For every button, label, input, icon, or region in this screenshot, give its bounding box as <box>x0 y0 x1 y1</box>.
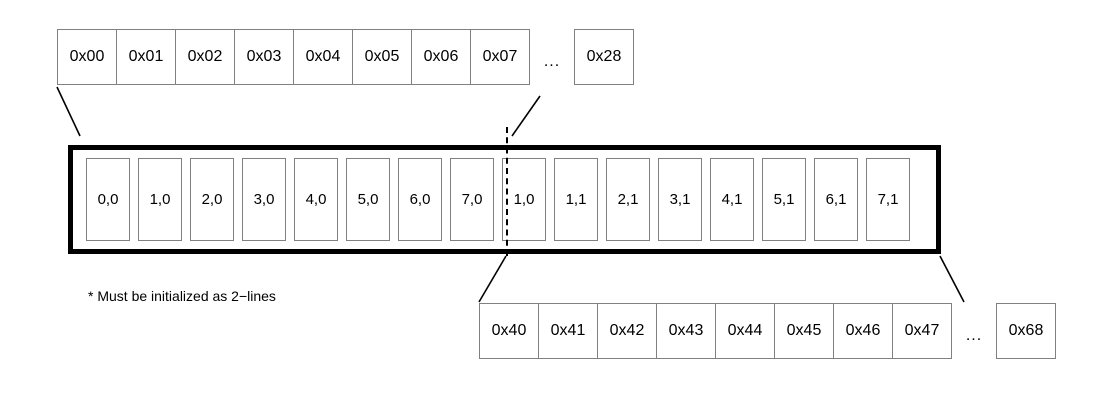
word-cell: 1,1 <box>554 158 598 241</box>
address-cell: 0x44 <box>715 303 775 359</box>
address-cell: 0x46 <box>833 303 893 359</box>
word-cell: 0,0 <box>86 158 130 241</box>
address-cell: 0x45 <box>774 303 834 359</box>
word-cell: 2,1 <box>606 158 650 241</box>
connector-bottom-left <box>478 255 507 303</box>
address-cell: 0x02 <box>175 29 235 85</box>
address-cell: 0x07 <box>470 29 530 85</box>
line-split-dashed-divider <box>506 127 508 256</box>
connector-top-right <box>511 95 541 137</box>
word-cell: 1,0 <box>138 158 182 241</box>
word-cell: 2,0 <box>190 158 234 241</box>
address-cell: 0x01 <box>116 29 176 85</box>
ellipsis-label: ... <box>543 53 561 70</box>
initialization-note: * Must be initialized as 2−lines <box>88 288 276 304</box>
connector-top-left <box>56 86 81 137</box>
address-cell: 0x40 <box>479 303 539 359</box>
word-cell: 5,0 <box>346 158 390 241</box>
ellipsis-label: ... <box>965 327 983 344</box>
word-cell: 4,1 <box>710 158 754 241</box>
connector-bottom-right <box>939 255 965 303</box>
word-cell: 4,0 <box>294 158 338 241</box>
cache-line-word-cells: 0,0 1,0 2,0 3,0 4,0 5,0 6,0 7,0 1,0 1,1 … <box>86 158 910 241</box>
address-cell: 0x42 <box>597 303 657 359</box>
word-cell: 1,0 <box>502 158 546 241</box>
address-cell: 0x03 <box>234 29 294 85</box>
word-cell: 5,1 <box>762 158 806 241</box>
word-cell: 3,1 <box>658 158 702 241</box>
address-cell: 0x47 <box>892 303 952 359</box>
address-cell: 0x00 <box>57 29 117 85</box>
word-cell: 3,0 <box>242 158 286 241</box>
top-address-strip: 0x00 0x01 0x02 0x03 0x04 0x05 0x06 0x07 … <box>57 29 634 85</box>
address-cell-tail: 0x68 <box>996 303 1056 359</box>
bottom-address-strip: 0x40 0x41 0x42 0x43 0x44 0x45 0x46 0x47 … <box>479 303 1056 359</box>
word-cell: 6,0 <box>398 158 442 241</box>
address-cell: 0x06 <box>411 29 471 85</box>
word-cell: 7,1 <box>866 158 910 241</box>
address-cell: 0x04 <box>293 29 353 85</box>
address-cell-tail: 0x28 <box>574 29 634 85</box>
word-cell: 7,0 <box>450 158 494 241</box>
address-cell: 0x05 <box>352 29 412 85</box>
address-cell: 0x43 <box>656 303 716 359</box>
address-cell: 0x41 <box>538 303 598 359</box>
word-cell: 6,1 <box>814 158 858 241</box>
